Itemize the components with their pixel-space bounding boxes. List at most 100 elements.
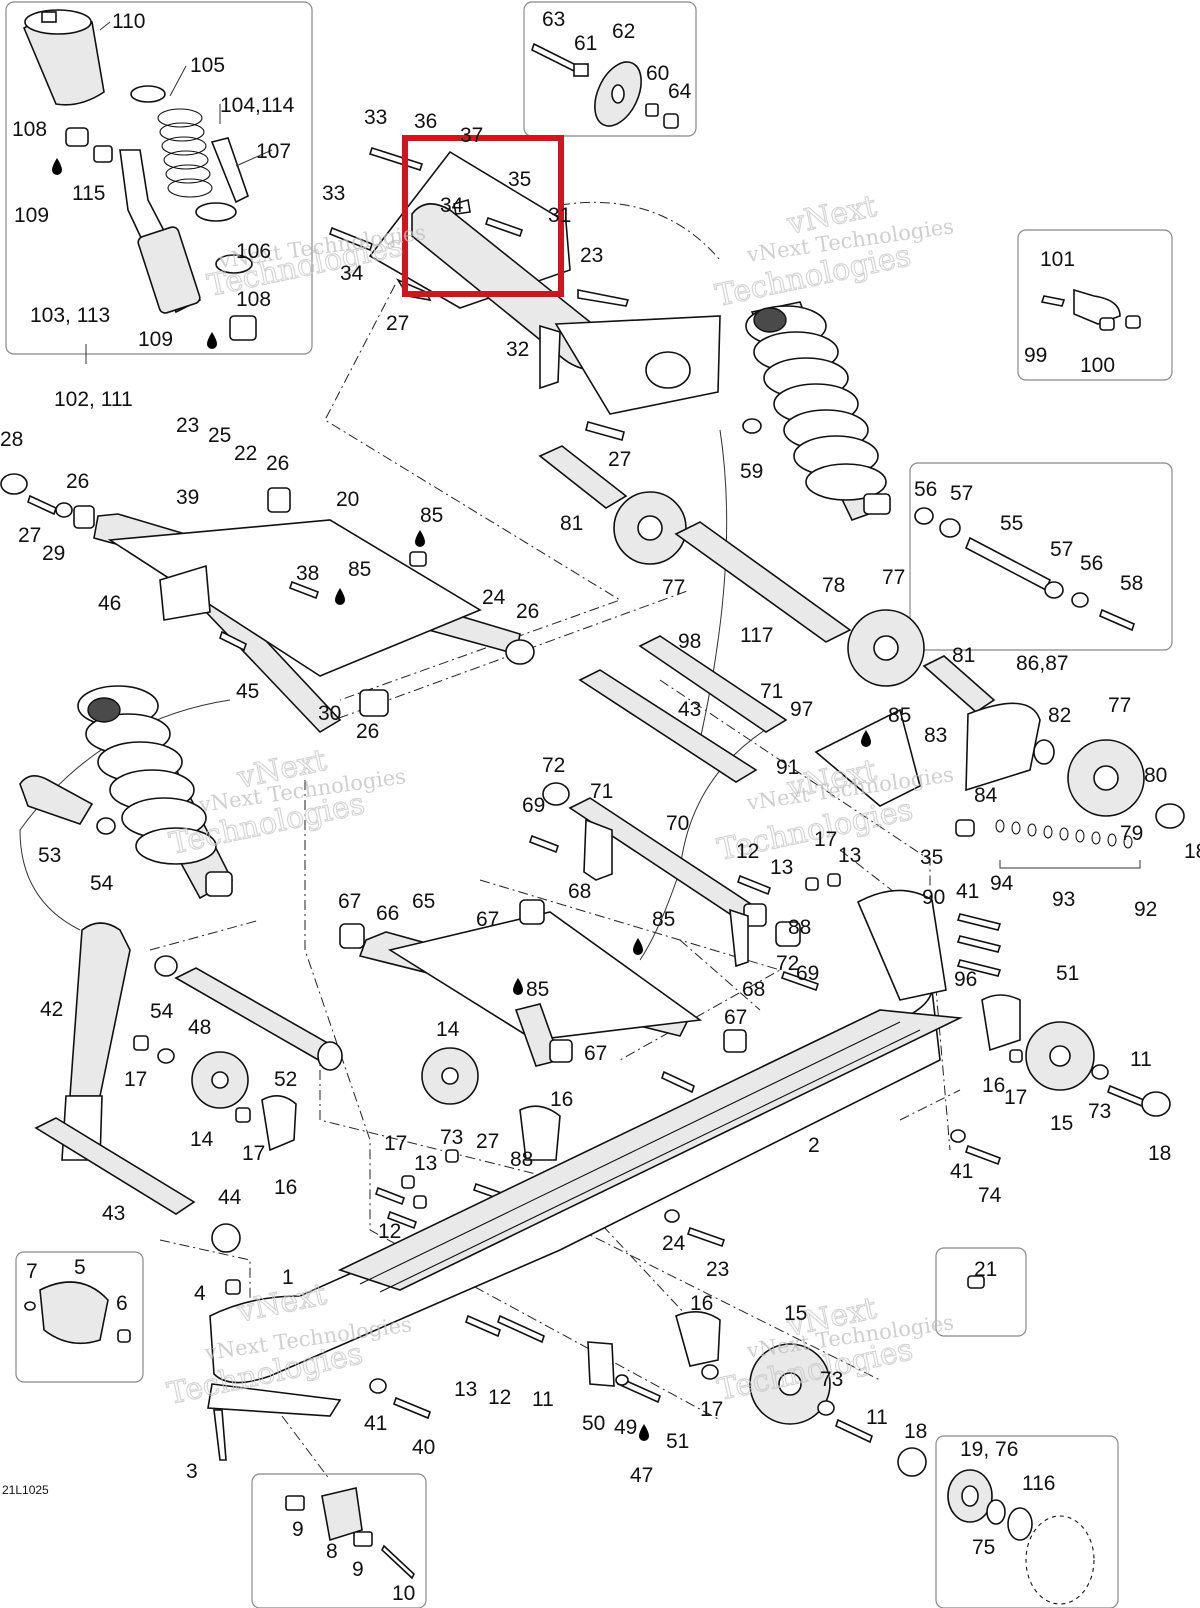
bracket-86 bbox=[965, 702, 1041, 792]
part-label: 81 bbox=[560, 512, 583, 535]
part-label: 80 bbox=[1144, 764, 1167, 787]
part-label: 73 bbox=[440, 1126, 463, 1149]
part-label: 74 bbox=[978, 1184, 1002, 1207]
part-label: 26 bbox=[516, 600, 539, 623]
part-label: 108 bbox=[236, 288, 271, 311]
part-label: 12 bbox=[488, 1386, 511, 1409]
part-label: 34 bbox=[340, 262, 364, 285]
part-label: 9 bbox=[292, 1518, 304, 1541]
highlight-callout-box bbox=[402, 135, 564, 297]
part-label: 10 bbox=[392, 1582, 415, 1605]
part-label: 68 bbox=[742, 978, 765, 1001]
part-label: 52 bbox=[274, 1068, 297, 1091]
part-label: 16 bbox=[982, 1074, 1005, 1097]
part-label: 27 bbox=[608, 448, 631, 471]
bracket-inset bbox=[1040, 288, 1141, 331]
inset-frames bbox=[5, 1, 1173, 1608]
part-label: 36 bbox=[414, 110, 437, 133]
part-label: 42 bbox=[40, 998, 63, 1021]
part-label: 63 bbox=[542, 8, 565, 31]
plug-21 bbox=[967, 1275, 985, 1289]
part-label: 18 bbox=[1148, 1142, 1171, 1165]
part-label: 59 bbox=[740, 460, 763, 483]
part-label: 35 bbox=[508, 168, 531, 191]
part-label: 9 bbox=[352, 1558, 364, 1581]
part-label: 33 bbox=[364, 106, 387, 129]
part-label: 109 bbox=[138, 328, 173, 351]
part-label: 69 bbox=[522, 794, 545, 817]
part-label: 117 bbox=[740, 624, 773, 647]
part-label: 83 bbox=[924, 724, 947, 747]
grease-icon bbox=[639, 1424, 649, 1441]
part-label: 85 bbox=[888, 704, 911, 727]
part-label: 4 bbox=[194, 1282, 206, 1305]
part-label: 23 bbox=[706, 1258, 729, 1281]
part-label: 17 bbox=[814, 828, 837, 851]
part-label: 17 bbox=[124, 1068, 147, 1091]
part-label: 43 bbox=[678, 698, 701, 721]
part-label: 16 bbox=[274, 1176, 297, 1199]
part-label: 88 bbox=[510, 1148, 533, 1171]
tool-107 bbox=[210, 137, 249, 204]
part-label: 6 bbox=[116, 1292, 128, 1315]
part-label: 92 bbox=[1134, 898, 1157, 921]
part-label: 26 bbox=[356, 720, 379, 743]
part-label: 86,87 bbox=[1016, 652, 1069, 675]
part-label: 56 bbox=[914, 478, 937, 501]
part-label: 50 bbox=[582, 1412, 605, 1435]
part-label: 45 bbox=[236, 680, 259, 703]
inset-bearing-frame bbox=[935, 1435, 1119, 1608]
part-label: 13 bbox=[770, 856, 793, 879]
inset-slider-frame bbox=[15, 1251, 144, 1383]
part-label: 38 bbox=[296, 562, 319, 585]
front-arm-assembly bbox=[0, 473, 535, 734]
part-label: 84 bbox=[974, 784, 998, 807]
grease-icon bbox=[861, 730, 871, 747]
part-label: 90 bbox=[922, 886, 945, 909]
slide-rails bbox=[207, 889, 1171, 1461]
part-label: 40 bbox=[412, 1436, 435, 1459]
part-label: 99 bbox=[1024, 344, 1047, 367]
part-label: 11 bbox=[866, 1406, 888, 1429]
spring-coils-left bbox=[77, 685, 217, 865]
part-label: 94 bbox=[990, 872, 1014, 895]
part-label: 71 bbox=[760, 680, 783, 703]
part-label: 33 bbox=[322, 182, 345, 205]
part-label: 96 bbox=[954, 968, 977, 991]
part-label: 57 bbox=[950, 482, 973, 505]
part-label: 65 bbox=[412, 890, 435, 913]
rail-2 bbox=[337, 1009, 963, 1291]
part-label: 31 bbox=[548, 204, 571, 227]
part-label: 67 bbox=[584, 1042, 607, 1065]
part-label: 101 bbox=[1040, 248, 1075, 271]
part-label: 32 bbox=[506, 338, 529, 361]
part-label: 62 bbox=[612, 20, 635, 43]
grease-icon bbox=[335, 588, 345, 605]
part-label: 23 bbox=[580, 244, 603, 267]
part-label: 82 bbox=[1048, 704, 1071, 727]
part-label: 25 bbox=[208, 424, 231, 447]
part-label: 72 bbox=[776, 952, 799, 975]
part-label: 34 bbox=[440, 194, 464, 217]
handle-53 bbox=[19, 775, 94, 825]
spring-coils-right bbox=[745, 305, 887, 501]
tube-43 bbox=[34, 1117, 196, 1215]
part-label: 73 bbox=[820, 1368, 843, 1391]
small-insets-content bbox=[24, 1281, 1095, 1605]
part-label: 17 bbox=[384, 1132, 407, 1155]
part-label: 106 bbox=[236, 240, 271, 263]
clip-105 bbox=[130, 85, 166, 103]
part-label: 109 bbox=[14, 204, 49, 227]
part-label: 47 bbox=[630, 1464, 653, 1487]
part-label: 41 bbox=[956, 880, 979, 903]
part-label: 46 bbox=[98, 592, 121, 615]
part-label: 18 bbox=[1184, 840, 1200, 863]
part-label: 27 bbox=[18, 524, 41, 547]
part-label: 61 bbox=[574, 32, 597, 55]
part-label: 77 bbox=[882, 566, 905, 589]
part-label: 2 bbox=[808, 1134, 820, 1157]
grease-icon bbox=[633, 938, 643, 955]
part-label: 102, 111 bbox=[54, 388, 133, 411]
